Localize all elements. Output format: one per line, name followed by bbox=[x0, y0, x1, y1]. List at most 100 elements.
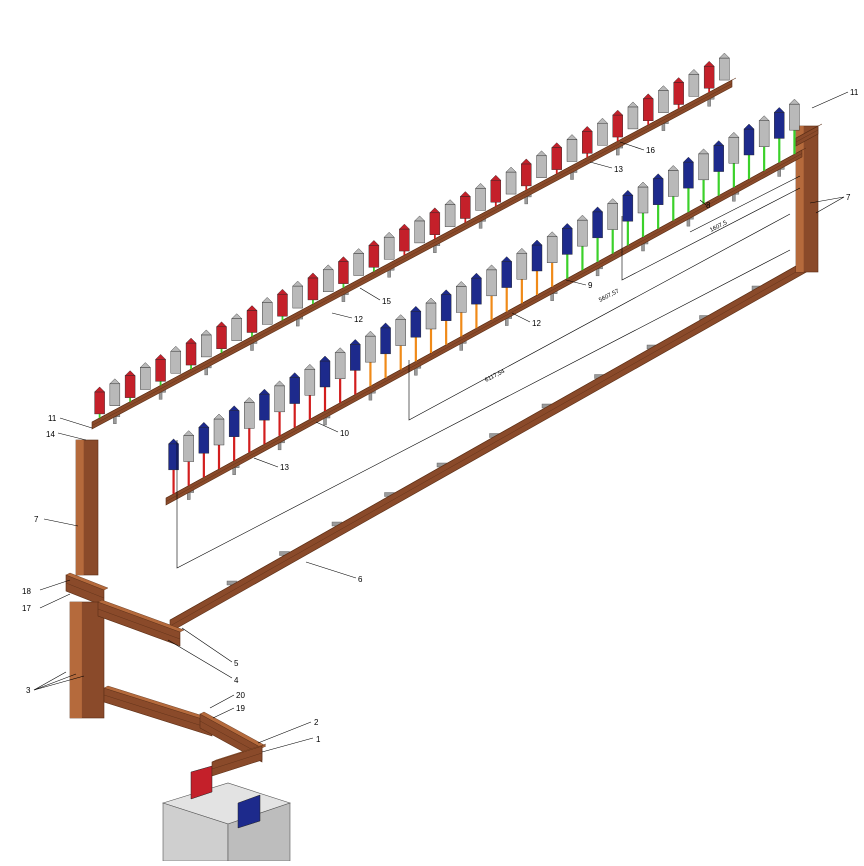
dimension-lines bbox=[176, 175, 801, 569]
callout-7-right: 7 bbox=[846, 193, 851, 202]
breaker-module bbox=[551, 142, 563, 170]
breaker-module bbox=[349, 339, 361, 371]
callout-7-left: 7 bbox=[34, 515, 39, 524]
breaker-module bbox=[383, 231, 395, 260]
breaker-module bbox=[292, 280, 304, 309]
breaker-module bbox=[398, 223, 410, 252]
tray-junction-column bbox=[69, 601, 105, 719]
breaker-module bbox=[788, 98, 800, 131]
breaker-module bbox=[200, 329, 212, 358]
callout-18: 18 bbox=[22, 587, 31, 596]
breaker-module bbox=[183, 430, 195, 462]
breaker-module bbox=[364, 330, 376, 363]
breaker-module bbox=[728, 132, 740, 164]
breaker-module bbox=[566, 134, 578, 162]
breaker-module bbox=[688, 69, 700, 97]
breaker-module bbox=[444, 199, 456, 227]
callout-16: 16 bbox=[646, 146, 655, 155]
breaker-module bbox=[258, 388, 270, 421]
breaker-module bbox=[274, 380, 286, 413]
breaker-module bbox=[627, 101, 639, 130]
breaker-module bbox=[607, 198, 619, 230]
breaker-module bbox=[536, 150, 548, 178]
callout-12-upper: 12 bbox=[354, 315, 363, 324]
callout-13-upper: 13 bbox=[614, 165, 623, 174]
dimension-label-1607: 1607,5 bbox=[709, 220, 729, 234]
callout-12-lower: 12 bbox=[532, 319, 541, 328]
breaker-module bbox=[168, 438, 180, 471]
callout-4: 4 bbox=[234, 676, 239, 685]
breaker-module bbox=[743, 123, 755, 156]
breaker-module bbox=[337, 256, 349, 284]
breaker-module bbox=[576, 214, 588, 247]
breaker-module bbox=[546, 231, 558, 263]
breaker-module bbox=[698, 148, 710, 181]
svg-text:5607,57: 5607,57 bbox=[598, 288, 621, 303]
breaker-module bbox=[410, 306, 422, 338]
callout-15: 15 bbox=[382, 297, 391, 306]
breaker-module bbox=[380, 322, 392, 355]
breaker-module bbox=[139, 362, 151, 390]
breaker-module bbox=[718, 52, 730, 81]
tray-back-row bbox=[91, 77, 737, 430]
breaker-module bbox=[198, 422, 210, 454]
breaker-module bbox=[261, 297, 273, 325]
breaker-module bbox=[520, 158, 532, 187]
callout-20: 20 bbox=[236, 691, 245, 700]
callout-8: 8 bbox=[706, 201, 711, 210]
breaker-module bbox=[561, 223, 573, 255]
blue-panel-icon bbox=[237, 794, 261, 829]
breaker-module bbox=[368, 240, 380, 268]
breaker-module bbox=[652, 173, 664, 205]
breaker-module bbox=[703, 60, 715, 89]
tray-junction-lower-arm bbox=[103, 685, 217, 737]
breaker-module bbox=[353, 248, 365, 276]
callout-14: 14 bbox=[46, 430, 55, 439]
breaker-module bbox=[758, 115, 770, 147]
breaker-module bbox=[470, 272, 482, 305]
callout-2: 2 bbox=[314, 718, 319, 727]
breaker-module bbox=[243, 397, 255, 429]
breaker-module bbox=[414, 215, 426, 244]
svg-text:6117,54: 6117,54 bbox=[484, 368, 506, 383]
breaker-module bbox=[486, 264, 498, 297]
breaker-module bbox=[429, 207, 441, 235]
breaker-module bbox=[596, 117, 608, 146]
breaker-module bbox=[124, 370, 136, 398]
callout-10: 10 bbox=[340, 429, 349, 438]
breaker-module bbox=[673, 77, 685, 105]
breaker-module bbox=[581, 126, 593, 154]
breaker-module bbox=[334, 347, 346, 379]
breaker-module bbox=[612, 109, 624, 138]
callout-11-left: 11 bbox=[48, 414, 57, 423]
tray-panel-end bbox=[211, 743, 267, 777]
tray-riser-right bbox=[795, 125, 819, 273]
breaker-module bbox=[622, 190, 634, 222]
breaker-module bbox=[440, 289, 452, 321]
red-panel-icon bbox=[190, 765, 213, 800]
breaker-module bbox=[682, 156, 694, 189]
callout-5: 5 bbox=[234, 659, 239, 668]
callout-6: 6 bbox=[358, 575, 363, 584]
breaker-module bbox=[516, 248, 528, 280]
breaker-rows bbox=[94, 52, 800, 471]
breaker-module bbox=[319, 355, 331, 388]
dimension-label-5607: 5607,57 bbox=[598, 288, 621, 303]
breaker-module bbox=[246, 305, 258, 333]
cable-trays bbox=[65, 77, 823, 777]
breaker-module bbox=[657, 85, 669, 113]
tray-riser-left bbox=[75, 439, 99, 576]
breaker-module bbox=[455, 281, 467, 313]
breaker-module bbox=[155, 354, 167, 382]
tray-junction-arm bbox=[97, 599, 185, 647]
dimension-label-6117: 6117,54 bbox=[484, 368, 506, 383]
breaker-module bbox=[490, 174, 502, 203]
breaker-module bbox=[475, 183, 487, 211]
callout-13-lower: 13 bbox=[280, 463, 289, 472]
breaker-module bbox=[304, 364, 316, 396]
tray-main-lower bbox=[169, 255, 815, 633]
tray-to-panel bbox=[199, 711, 267, 763]
breaker-module bbox=[459, 191, 471, 219]
breaker-module bbox=[185, 337, 197, 366]
